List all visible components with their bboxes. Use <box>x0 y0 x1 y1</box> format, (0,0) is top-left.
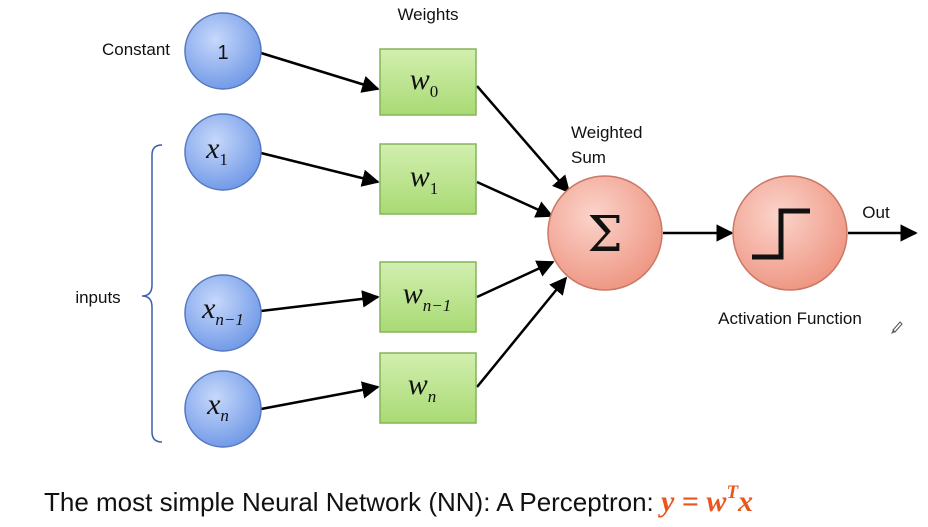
weight-w1: w1 <box>379 143 477 215</box>
caption: The most simple Neural Network (NN): A P… <box>44 482 753 518</box>
weighted-sum-label-line2: Sum <box>571 148 606 167</box>
weight-wn-minus-1: wn−1 <box>379 261 477 333</box>
weight-w1-sub: 1 <box>430 179 439 198</box>
weight-w0-sub: 0 <box>430 82 439 101</box>
node-x1: x1 <box>184 113 262 191</box>
weight-wn-base: w <box>408 368 428 401</box>
step-function-icon <box>752 208 810 260</box>
svg-text:x1: x1 <box>205 132 228 169</box>
sum-node: Σ <box>547 175 663 291</box>
svg-text:wn: wn <box>408 368 437 406</box>
weights-label: Weights <box>397 5 458 24</box>
sum-symbol: Σ <box>587 205 622 263</box>
node-xn-sub: n <box>220 406 229 425</box>
weight-w0: w0 <box>379 48 477 116</box>
weight-wn-sub: n <box>428 387 437 406</box>
edge-xn-wn <box>260 381 380 411</box>
activation-function-label: Activation Function <box>718 309 862 328</box>
svg-text:xn−1: xn−1 <box>201 292 244 329</box>
inputs-label: inputs <box>75 288 120 307</box>
weight-w0-base: w <box>410 63 430 96</box>
constant-label: Constant <box>102 40 170 59</box>
svg-text:wn−1: wn−1 <box>403 277 452 315</box>
pencil-icon <box>891 321 903 334</box>
node-constant-text: 1 <box>217 42 228 64</box>
weighted-sum-label-line1: Weighted <box>571 123 643 142</box>
node-xn-base: x <box>206 388 221 421</box>
caption-eq-x: x <box>737 485 753 518</box>
weight-wn: wn <box>379 352 477 424</box>
node-xn-minus-1: xn−1 <box>184 274 262 352</box>
caption-eq-y: y <box>658 485 675 518</box>
node-xn: xn <box>184 370 262 448</box>
node-constant: 1 <box>184 12 262 90</box>
node-x1-base: x <box>205 132 220 165</box>
edge-w1-sum <box>476 180 554 218</box>
svg-text:w1: w1 <box>410 160 439 198</box>
svg-text:w0: w0 <box>410 63 439 101</box>
node-xn1-base: x <box>201 292 216 325</box>
edge-wn-sum <box>476 276 568 388</box>
edge-wn1-sum <box>476 260 555 299</box>
node-x1-sub: 1 <box>219 150 228 169</box>
weight-wn1-sub: n−1 <box>423 296 451 315</box>
caption-eq-equals: = <box>674 485 706 518</box>
edge-x1-w1 <box>260 151 380 187</box>
edge-xn1-wn1 <box>260 290 380 313</box>
activation-node <box>732 175 848 291</box>
edge-w0-sum <box>476 85 571 194</box>
caption-eq-w: w <box>706 485 727 518</box>
edge-const-w0 <box>260 51 380 93</box>
node-xn1-sub: n−1 <box>215 310 243 329</box>
caption-eq-sup: T <box>726 482 739 503</box>
out-label: Out <box>862 203 890 222</box>
inputs-brace <box>141 144 163 443</box>
weight-w1-base: w <box>410 160 430 193</box>
weight-wn1-base: w <box>403 277 423 310</box>
svg-text:xn: xn <box>206 388 229 425</box>
caption-text: The most simple Neural Network (NN): A P… <box>44 487 661 517</box>
